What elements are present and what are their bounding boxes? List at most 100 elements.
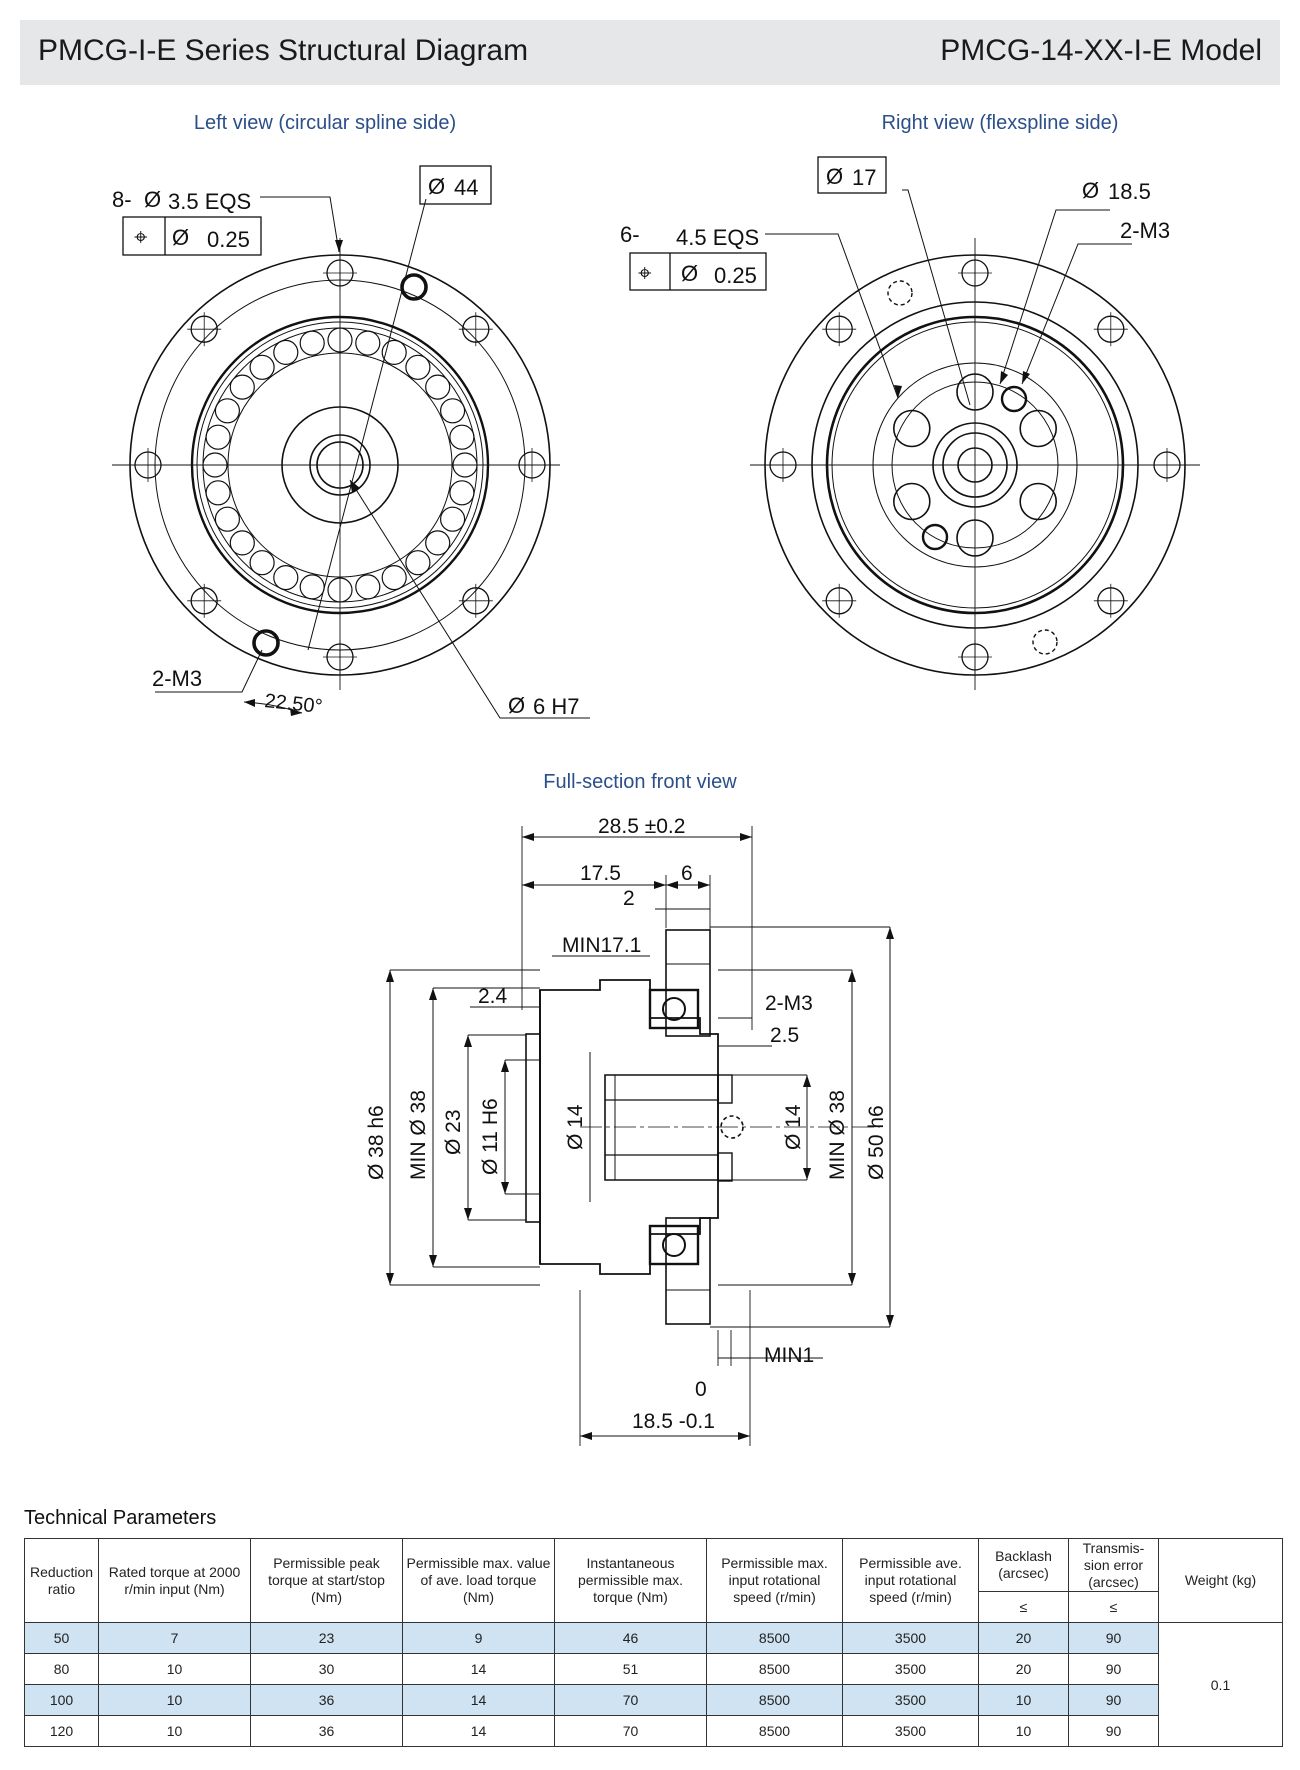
front-dim-17-5: 17.5 bbox=[580, 862, 621, 885]
table-row: 100 10 36 14 70 8500 3500 10 90 bbox=[24, 1684, 1283, 1716]
cell: 51 bbox=[554, 1653, 707, 1685]
left-bore-dia-symbol: Ø bbox=[508, 693, 525, 718]
front-min-17-1: MIN17.1 bbox=[562, 934, 641, 957]
cell: 36 bbox=[250, 1684, 403, 1716]
cell: 90 bbox=[1068, 1653, 1159, 1685]
left-position-symbol: ⌖ bbox=[134, 224, 148, 251]
left-tolerance: 0.25 bbox=[207, 227, 250, 252]
right-dia2-symbol: Ø bbox=[1082, 178, 1099, 203]
cell: 3500 bbox=[842, 1715, 979, 1747]
right-dia1: 17 bbox=[852, 165, 876, 190]
front-view-arrows bbox=[386, 833, 894, 1440]
cell: 9 bbox=[402, 1622, 555, 1654]
model-name: PMCG-14-XX-I-E Model bbox=[940, 34, 1262, 67]
left-outer-dia: 44 bbox=[454, 175, 478, 200]
cell: 50 bbox=[24, 1622, 99, 1654]
right-dia2: 18.5 bbox=[1108, 179, 1151, 204]
cell: 80 bbox=[24, 1653, 99, 1685]
cell: 46 bbox=[554, 1622, 707, 1654]
front-overall-length: 28.5 ±0.2 bbox=[598, 815, 685, 838]
header-error-le: ≤ bbox=[1068, 1591, 1159, 1623]
cell: 3500 bbox=[842, 1622, 979, 1654]
cell: 10 bbox=[98, 1684, 251, 1716]
front-zero: 0 bbox=[695, 1378, 707, 1401]
header-rated-torque: Rated torque at 2000 r/min input (Nm) bbox=[98, 1538, 251, 1623]
left-holes-dia: 3.5 EQS bbox=[168, 189, 251, 214]
front-dia-23: Ø 23 bbox=[442, 1109, 465, 1155]
cell: 10 bbox=[978, 1684, 1069, 1716]
left-outer-dia-symbol: Ø bbox=[428, 174, 445, 199]
cell: 8500 bbox=[706, 1622, 843, 1654]
left-thread: 2-M3 bbox=[152, 666, 202, 691]
cell: 23 bbox=[250, 1622, 403, 1654]
cell: 14 bbox=[402, 1684, 555, 1716]
left-angle: 22.50° bbox=[263, 690, 323, 718]
right-holes-qty: 6- bbox=[620, 222, 640, 247]
front-dia-14-left: Ø 14 bbox=[564, 1104, 587, 1150]
page-header: PMCG-I-E Series Structural Diagram PMCG-… bbox=[20, 20, 1280, 85]
cell: 90 bbox=[1068, 1622, 1159, 1654]
table-row: 50 7 23 9 46 8500 3500 20 90 0.1 bbox=[24, 1622, 1283, 1747]
front-thread: 2-M3 bbox=[765, 992, 813, 1015]
cell: 7 bbox=[98, 1622, 251, 1654]
right-position-symbol: ⌖ bbox=[638, 260, 652, 287]
right-view-caption: Right view (flexspline side) bbox=[881, 112, 1119, 134]
cell: 100 bbox=[24, 1684, 99, 1716]
front-dia-50-h6: Ø 50 h6 bbox=[865, 1105, 888, 1180]
cell: 70 bbox=[554, 1684, 707, 1716]
left-bore: 6 H7 bbox=[533, 694, 579, 719]
cell: 20 bbox=[978, 1653, 1069, 1685]
header-peak-torque: Permissible peak torque at start/stop (N… bbox=[250, 1538, 403, 1623]
cell: 90 bbox=[1068, 1715, 1159, 1747]
cell: 3500 bbox=[842, 1684, 979, 1716]
cell: 90 bbox=[1068, 1684, 1159, 1716]
cell: 120 bbox=[24, 1715, 99, 1747]
cell: 20 bbox=[978, 1622, 1069, 1654]
weight-value: 0.1 bbox=[1158, 1622, 1283, 1747]
front-dim-2: 2 bbox=[623, 887, 635, 910]
header-transmission-error: Transmis-sion error (arcsec) bbox=[1068, 1538, 1159, 1592]
header-ave-speed: Permissible ave. input rotational speed … bbox=[842, 1538, 979, 1623]
header-ratio: Reduction ratio bbox=[24, 1538, 99, 1623]
front-dim-6: 6 bbox=[681, 862, 693, 885]
front-min-1: MIN1 bbox=[764, 1344, 814, 1367]
cell: 8500 bbox=[706, 1715, 843, 1747]
cell: 36 bbox=[250, 1715, 403, 1747]
front-dia-11-h6: Ø 11 H6 bbox=[479, 1098, 502, 1175]
front-view-caption: Full-section front view bbox=[543, 771, 737, 793]
params-title: Technical Parameters bbox=[24, 1507, 217, 1529]
front-dim-2-5: 2.5 bbox=[770, 1024, 799, 1047]
left-view-caption: Left view (circular spline side) bbox=[193, 112, 457, 134]
front-min-dia-38: MIN Ø 38 bbox=[407, 1090, 430, 1180]
header-backlash: Backlash (arcsec) bbox=[978, 1538, 1069, 1592]
cell: 3500 bbox=[842, 1653, 979, 1685]
front-dim-2-4: 2.4 bbox=[478, 985, 508, 1008]
front-view-drawing bbox=[389, 826, 891, 1446]
cell: 10 bbox=[978, 1715, 1069, 1747]
right-tol-dia-symbol: Ø bbox=[681, 261, 698, 286]
table-row: 80 10 30 14 51 8500 3500 20 90 bbox=[24, 1653, 1283, 1685]
left-holes-qty: 8- bbox=[112, 187, 132, 212]
cell: 10 bbox=[98, 1715, 251, 1747]
header-weight: Weight (kg) bbox=[1158, 1538, 1283, 1623]
front-dia-38-h6: Ø 38 h6 bbox=[365, 1105, 388, 1180]
cell: 70 bbox=[554, 1715, 707, 1747]
structural-diagram: 8- Ø 3.5 EQS ⌖ Ø 0.25 Ø 44 2-M3 22.50° Ø… bbox=[112, 156, 1200, 1446]
header-instant-torque: Instantaneous permissible max. torque (N… bbox=[554, 1538, 707, 1623]
right-thread: 2-M3 bbox=[1120, 218, 1170, 243]
cell: 30 bbox=[250, 1653, 403, 1685]
right-dia1-symbol: Ø bbox=[826, 164, 843, 189]
left-tol-dia-symbol: Ø bbox=[172, 225, 189, 250]
right-tolerance: 0.25 bbox=[714, 263, 757, 288]
cell: 10 bbox=[98, 1653, 251, 1685]
front-dia-14-right: Ø 14 bbox=[782, 1104, 805, 1150]
params-table: Reduction ratio Rated torque at 2000 r/m… bbox=[24, 1538, 1283, 1747]
page-title: PMCG-I-E Series Structural Diagram bbox=[38, 34, 529, 67]
cell: 14 bbox=[402, 1715, 555, 1747]
right-holes-dia: 4.5 EQS bbox=[676, 225, 759, 250]
left-dia-symbol: Ø bbox=[144, 187, 161, 212]
front-min-dia-38-right: MIN Ø 38 bbox=[826, 1090, 849, 1180]
header-ave-load: Permissible max. value of ave. load torq… bbox=[402, 1538, 555, 1623]
cell: 14 bbox=[402, 1653, 555, 1685]
header-backlash-le: ≤ bbox=[978, 1591, 1069, 1623]
